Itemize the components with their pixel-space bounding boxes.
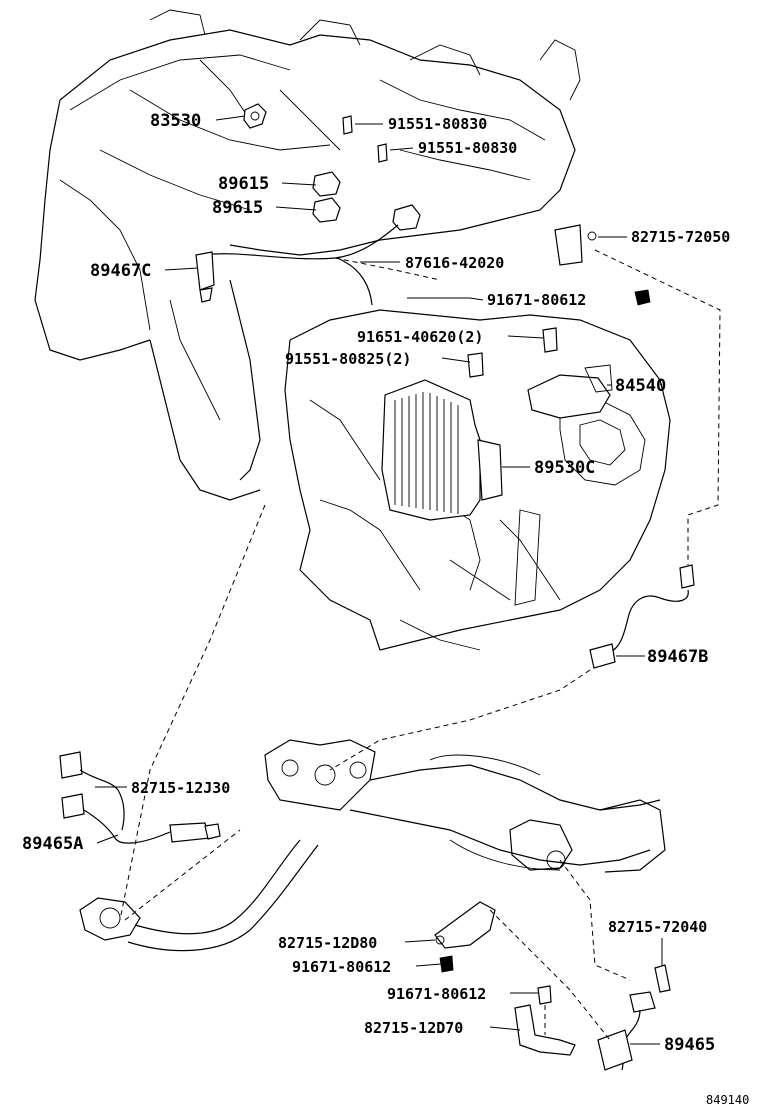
bolt-91671-80612-low xyxy=(537,985,552,1005)
label-89467B: 89467B xyxy=(647,647,708,667)
label-82715-72050: 82715-72050 xyxy=(631,228,730,246)
bolt-91671-80612-top xyxy=(634,289,651,306)
bolt-91551-80830-b xyxy=(377,143,388,163)
label-82715-12J30: 82715-12J30 xyxy=(131,779,230,797)
connector-top xyxy=(392,204,421,231)
diagram-id: 849140 xyxy=(706,1093,749,1107)
bracket-82715-12D70 xyxy=(514,1004,576,1056)
bracket-82715-12D80 xyxy=(434,901,496,949)
label-84540: 84540 xyxy=(615,376,666,396)
label-82715-12D80: 82715-12D80 xyxy=(278,934,377,952)
label-91671-80612-mid: 91671-80612 xyxy=(292,958,391,976)
label-91671-80612-top: 91671-80612 xyxy=(487,291,586,309)
label-87616-42020: 87616-42020 xyxy=(405,254,504,272)
engine-assembly-outline xyxy=(34,9,671,651)
label-82715-12D70: 82715-12D70 xyxy=(364,1019,463,1037)
label-89615-a: 89615 xyxy=(218,174,269,194)
switch-84540 xyxy=(527,364,613,419)
label-91651-40620: 91651-40620(2) xyxy=(357,328,483,346)
label-91551-80830-a: 91551-80830 xyxy=(388,115,487,133)
label-89465A: 89465A xyxy=(22,834,83,854)
bracket-82715-72050 xyxy=(554,224,597,266)
label-91551-80830-b: 91551-80830 xyxy=(418,139,517,157)
label-91551-80825: 91551-80825(2) xyxy=(285,350,411,368)
ecu-module xyxy=(381,379,503,521)
label-89530C: 89530C xyxy=(534,458,595,478)
bolt-91651-40620 xyxy=(542,327,558,353)
oxygen-sensor-89465A xyxy=(59,751,221,844)
oxygen-sensor-89465 xyxy=(597,991,656,1071)
knock-sensor-83530 xyxy=(243,103,267,129)
label-89467C: 89467C xyxy=(90,261,151,281)
front-exhaust-pipe xyxy=(79,839,319,952)
oxygen-sensor-89467B xyxy=(589,564,695,669)
label-83530: 83530 xyxy=(150,111,201,131)
label-89615-b: 89615 xyxy=(212,198,263,218)
oxygen-sensor-89467C xyxy=(195,224,399,303)
clamp-87616-42020 xyxy=(337,257,373,306)
sensor-89615-a xyxy=(312,171,341,197)
label-91671-80612-low: 91671-80612 xyxy=(387,985,486,1003)
leader-lines xyxy=(95,115,663,1045)
bracket-82715-72040 xyxy=(654,964,671,993)
dashed-reference-lines xyxy=(119,249,721,1041)
exhaust-manifold xyxy=(264,739,666,873)
label-89465: 89465 xyxy=(664,1035,715,1055)
label-82715-72040: 82715-72040 xyxy=(608,918,707,936)
sensor-89615-b xyxy=(312,197,341,223)
bolt-91551-80830-a xyxy=(342,115,353,135)
bolt-91551-80825 xyxy=(467,352,484,378)
bolt-91671-80612-mid xyxy=(439,955,454,973)
part-labels: 83530 91551-80830 91551-80830 89615 8961… xyxy=(22,111,749,1107)
